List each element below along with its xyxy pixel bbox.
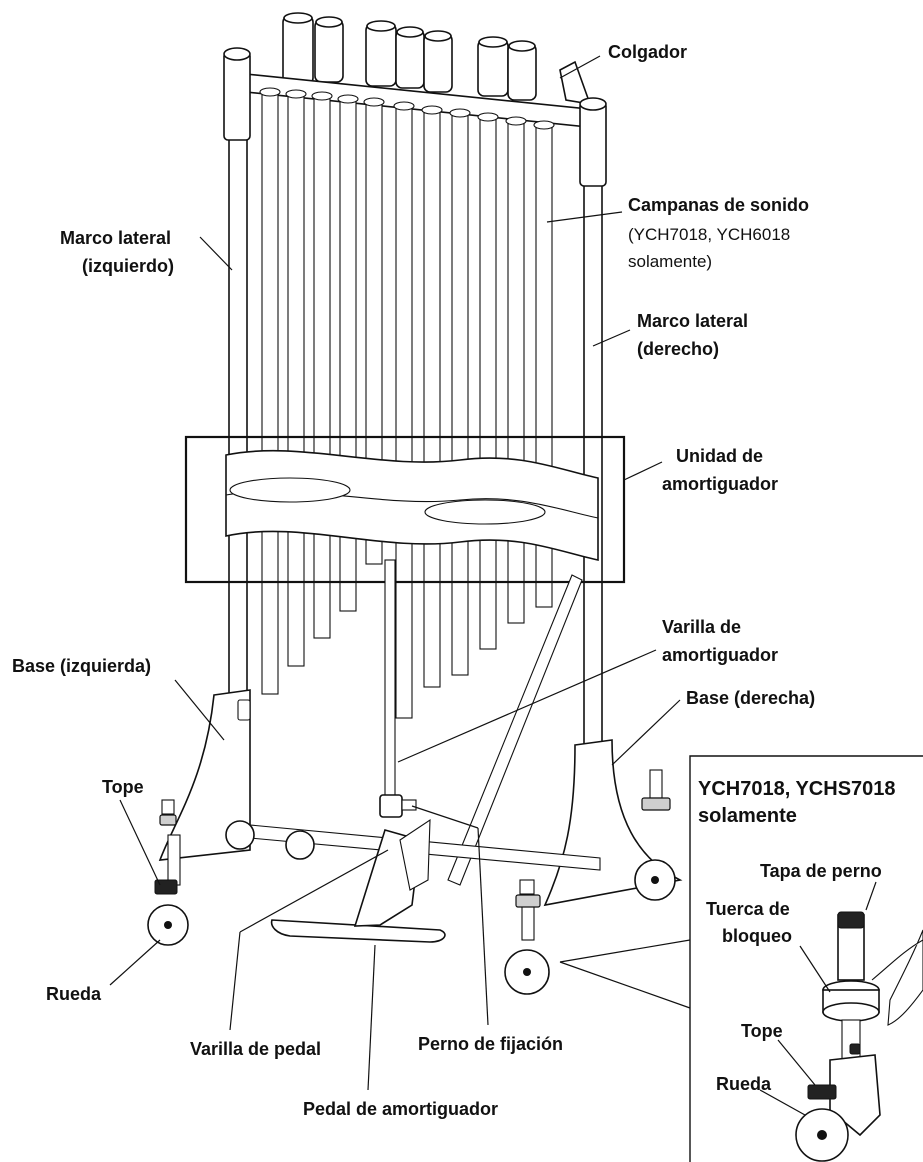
- label-varilla-amort-2: amortiguador: [662, 645, 778, 665]
- label-campanas-models: (YCH7018, YCH6018: [628, 225, 790, 244]
- leader-pedal: [368, 945, 375, 1090]
- label-marco-izq-1: Marco lateral: [60, 228, 171, 248]
- label-unidad-2: amortiguador: [662, 474, 778, 494]
- chime-tubes: [260, 88, 554, 718]
- inset-caster: [796, 912, 923, 1161]
- inset-pointer-b: [560, 962, 690, 1008]
- label-rueda: Rueda: [46, 984, 102, 1004]
- leader-rueda: [110, 940, 160, 985]
- leader-unidad: [624, 462, 662, 480]
- leader-varilla-pedal-a: [230, 932, 240, 1030]
- side-frame-right: [580, 98, 606, 750]
- inset-leader-tapa: [866, 882, 876, 910]
- callouts: Colgador Campanas de sonido (YCH7018, YC…: [12, 42, 815, 1119]
- inset-title-2: solamente: [698, 805, 797, 827]
- inset-label-tope: Tope: [741, 1021, 783, 1041]
- inset-pointer-a: [560, 940, 690, 962]
- inset-label-rueda: Rueda: [716, 1074, 772, 1094]
- fixing-bolt-clamp: [380, 795, 402, 817]
- damper-unit: [226, 451, 598, 560]
- label-base-der: Base (derecha): [686, 688, 815, 708]
- label-unidad-1: Unidad de: [676, 446, 763, 466]
- label-pedal-amort: Pedal de amortiguador: [303, 1099, 498, 1119]
- label-marco-izq-2: (izquierdo): [82, 256, 174, 276]
- label-base-izq: Base (izquierda): [12, 656, 151, 676]
- label-tope: Tope: [102, 777, 144, 797]
- side-frame-left: [224, 48, 250, 698]
- damper-rod: [385, 560, 395, 800]
- inset-label-tapa: Tapa de perno: [760, 861, 882, 881]
- label-marco-der-2: (derecho): [637, 339, 719, 359]
- label-colgador: Colgador: [608, 42, 687, 62]
- label-campanas: Campanas de sonido: [628, 195, 809, 215]
- label-marco-der-1: Marco lateral: [637, 311, 748, 331]
- caster-right-front: [505, 880, 549, 994]
- inset-title-1: YCH7018, YCHS7018: [698, 778, 896, 800]
- inset-label-tuerca-1: Tuerca de: [706, 899, 790, 919]
- leader-marco-izq: [200, 237, 232, 270]
- leader-perno-a: [412, 806, 478, 828]
- fixing-bolt: [402, 800, 416, 810]
- caster-right-back: [635, 770, 675, 900]
- inset-leader-tuerca: [800, 946, 830, 992]
- inset-leader-tope: [778, 1040, 815, 1085]
- leader-base-der: [612, 700, 680, 765]
- label-perno-fijacion: Perno de fijación: [418, 1034, 563, 1054]
- hanger-hook: [560, 62, 590, 104]
- label-campanas-only: solamente): [628, 252, 712, 271]
- chimes-illustration: [148, 13, 680, 994]
- label-varilla-amort-1: Varilla de: [662, 617, 741, 637]
- label-varilla-pedal: Varilla de pedal: [190, 1039, 321, 1059]
- leader-tope: [120, 800, 160, 885]
- inset-label-tuerca-2: bloqueo: [722, 926, 792, 946]
